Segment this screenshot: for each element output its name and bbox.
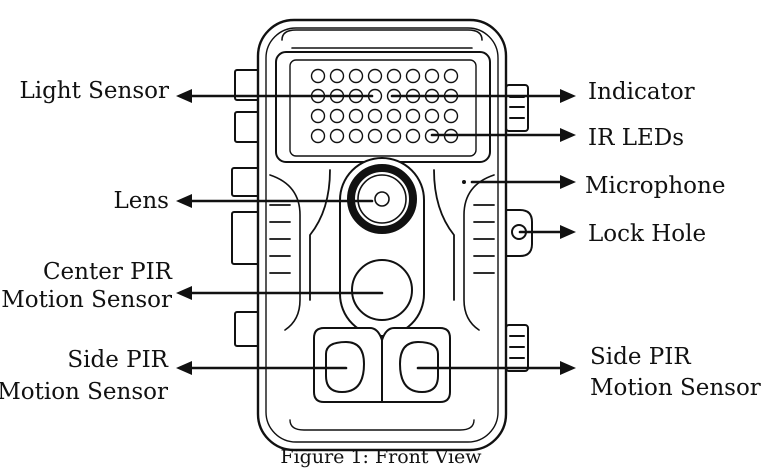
microphone-hole	[462, 180, 466, 184]
ir-led	[424, 108, 440, 124]
ir-led	[386, 68, 402, 84]
right-vent-slits	[473, 204, 495, 274]
ir-led	[348, 128, 364, 144]
arrow-center-pir	[176, 286, 384, 300]
label-center-pir-line2: Motion Sensor	[1, 287, 172, 313]
arrow-lens	[176, 194, 374, 208]
arrow-indicator	[390, 89, 576, 103]
label-side-pir-right-line2: Motion Sensor	[590, 375, 761, 401]
ir-led	[367, 68, 383, 84]
label-microphone: Microphone	[585, 173, 726, 199]
arrow-light-sensor	[176, 89, 374, 103]
label-lens: Lens	[113, 188, 169, 214]
ir-led	[310, 68, 326, 84]
ir-led	[424, 68, 440, 84]
center-fins	[309, 169, 455, 301]
ir-led	[405, 68, 421, 84]
ir-led	[348, 108, 364, 124]
lens	[347, 164, 417, 234]
ir-led-window	[275, 51, 491, 163]
ir-led	[443, 68, 459, 84]
ir-led	[348, 68, 364, 84]
ir-led	[310, 128, 326, 144]
label-ir-leds: IR LEDs	[588, 125, 685, 151]
ir-led	[405, 128, 421, 144]
ir-led	[329, 68, 345, 84]
label-side-pir-left-line1: Side PIR	[67, 347, 168, 373]
label-lock-hole: Lock Hole	[588, 221, 707, 247]
ir-led	[329, 108, 345, 124]
lock-hole-tab	[499, 209, 533, 257]
arrow-microphone	[470, 175, 576, 189]
ir-led-grid	[310, 68, 459, 144]
left-vent-slits	[269, 204, 291, 274]
ir-led	[367, 108, 383, 124]
arrow-ir-leds	[430, 128, 576, 142]
ir-led	[310, 108, 326, 124]
label-light-sensor: Light Sensor	[19, 78, 169, 104]
leader-lines	[176, 89, 576, 375]
label-side-pir-right-line1: Side PIR	[590, 344, 691, 370]
ir-led	[367, 128, 383, 144]
figure-caption: Figure 1: Front View	[280, 446, 482, 468]
ir-led	[405, 108, 421, 124]
ir-led	[386, 128, 402, 144]
ir-led	[443, 108, 459, 124]
label-side-pir-left-line2: Motion Sensor	[0, 379, 168, 405]
arrow-side-pir-right	[416, 361, 576, 375]
label-center-pir-line1: Center PIR	[42, 259, 172, 285]
ir-led	[329, 128, 345, 144]
arrow-side-pir-left	[176, 361, 348, 375]
center-pir-sensor	[351, 259, 413, 321]
ir-led	[386, 108, 402, 124]
label-indicator: Indicator	[588, 79, 695, 105]
side-pir-block	[313, 327, 451, 403]
arrow-lock-hole	[518, 225, 576, 239]
